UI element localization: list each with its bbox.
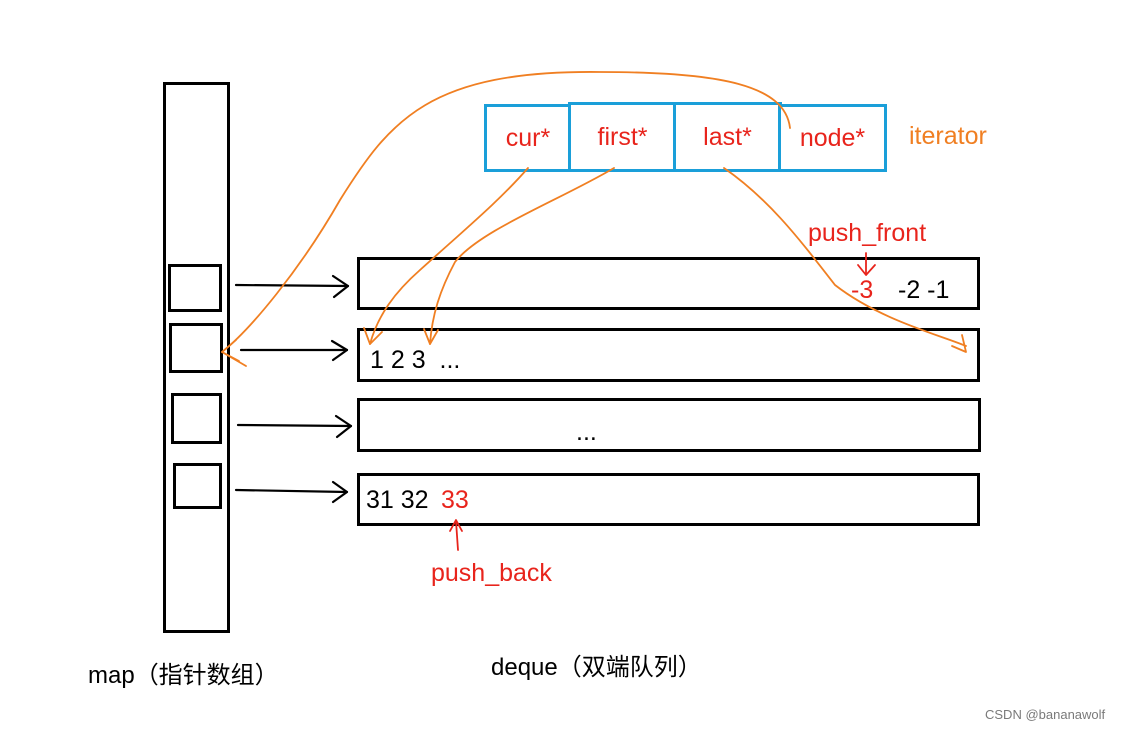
map-to-buffer-arrow-2 (239, 339, 349, 362)
map-caption: map（指针数组） (88, 662, 279, 689)
buffer-2-values: 1 2 3 ... (370, 346, 461, 374)
buffer-1-values: -2 -1 (898, 276, 950, 304)
map-to-buffer-arrow-3 (236, 414, 353, 439)
buffer-3 (357, 398, 981, 452)
buffer-4-values: 31 32 (366, 486, 429, 514)
map-to-buffer-arrow-4 (234, 480, 349, 504)
push-back-label: push_back (431, 559, 552, 587)
buffer-1-front-value: -3 (851, 276, 874, 304)
iterator-field-node-label: node* (799, 123, 866, 152)
map-slot-3 (171, 393, 222, 444)
map-to-buffer-arrow-1 (234, 274, 350, 299)
iterator-field-node: node* (778, 104, 887, 172)
deque-caption: deque（双端队列） (491, 654, 702, 681)
push-front-label: push_front (808, 219, 927, 247)
watermark: CSDN @bananawolf (985, 707, 1106, 722)
first-pointer-arrow (423, 167, 615, 345)
iterator-field-first-label: first* (597, 122, 648, 151)
iterator-label: iterator (909, 122, 987, 150)
buffer-1 (357, 257, 980, 310)
buffer-4-new-value: 33 (441, 486, 469, 514)
iterator-field-last: last* (673, 102, 782, 172)
buffer-3-values: ... (576, 418, 597, 446)
map-slot-2 (169, 323, 223, 373)
iterator-field-first: first* (568, 102, 677, 172)
iterator-field-cur-label: cur* (505, 123, 551, 152)
map-slot-4 (173, 463, 222, 509)
iterator-field-cur: cur* (484, 104, 572, 172)
map-slot-1 (168, 264, 222, 312)
iterator-field-last-label: last* (703, 122, 752, 151)
buffer-4 (357, 473, 980, 526)
cur-pointer-arrow (363, 167, 529, 345)
